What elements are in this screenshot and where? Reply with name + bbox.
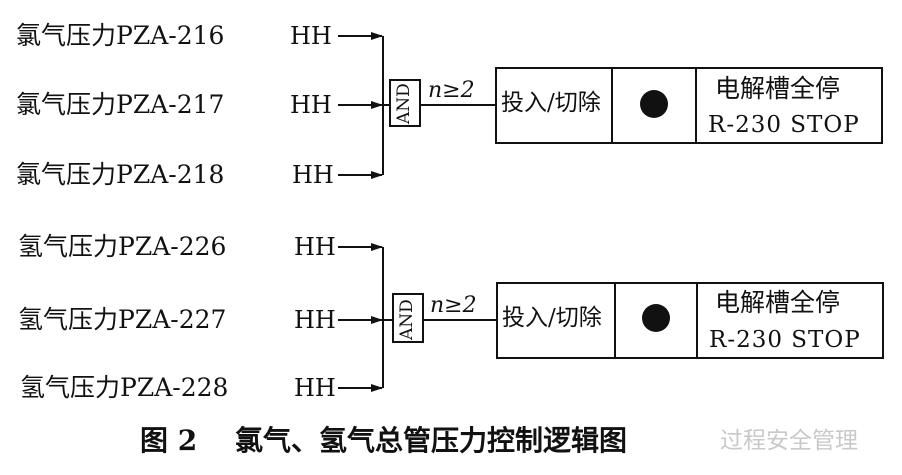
level-label-228: HH bbox=[294, 374, 336, 402]
input-label-217: 氯气压力PZA-217 bbox=[16, 90, 225, 119]
input-label-216: 氯气压力PZA-216 bbox=[16, 21, 225, 50]
action-sub-2: R-230 STOP bbox=[709, 327, 861, 353]
and-gate-2 bbox=[392, 293, 424, 343]
level-label-218: HH bbox=[292, 161, 334, 189]
input-label-227: 氢气压力PZA-227 bbox=[18, 305, 227, 334]
input-label-218: 氯气压力PZA-218 bbox=[16, 160, 225, 189]
switch-label-2: 投入/切除 bbox=[502, 305, 602, 331]
and-gate-label-1: AND bbox=[394, 83, 414, 124]
and-gate-label-2: AND bbox=[397, 299, 417, 340]
watermark: 过程安全管理 bbox=[720, 428, 858, 454]
indicator-dot-1 bbox=[640, 90, 668, 118]
action-title-2: 电解槽全停 bbox=[715, 288, 841, 317]
condition-label-2: n≥2 bbox=[430, 293, 477, 318]
figure-caption: 图 2 氯气、氢气总管压力控制逻辑图 bbox=[140, 424, 627, 457]
condition-label-1: n≥2 bbox=[428, 78, 475, 103]
action-title-1: 电解槽全停 bbox=[715, 74, 841, 103]
input-label-228: 氢气压力PZA-228 bbox=[20, 373, 229, 402]
action-box-2 bbox=[696, 282, 884, 359]
indicator-dot-2 bbox=[642, 304, 670, 332]
input-label-226: 氢气压力PZA-226 bbox=[18, 232, 227, 261]
level-label-227: HH bbox=[294, 306, 336, 334]
level-label-216: HH bbox=[290, 22, 332, 50]
switch-label-1: 投入/切除 bbox=[501, 90, 601, 116]
level-label-226: HH bbox=[294, 233, 336, 261]
action-sub-1: R-230 STOP bbox=[708, 112, 860, 138]
group-2-lines bbox=[338, 243, 884, 392]
and-gate-1 bbox=[389, 79, 421, 127]
action-box-1 bbox=[695, 67, 883, 144]
group-1-lines bbox=[338, 32, 883, 179]
level-label-217: HH bbox=[290, 91, 332, 119]
